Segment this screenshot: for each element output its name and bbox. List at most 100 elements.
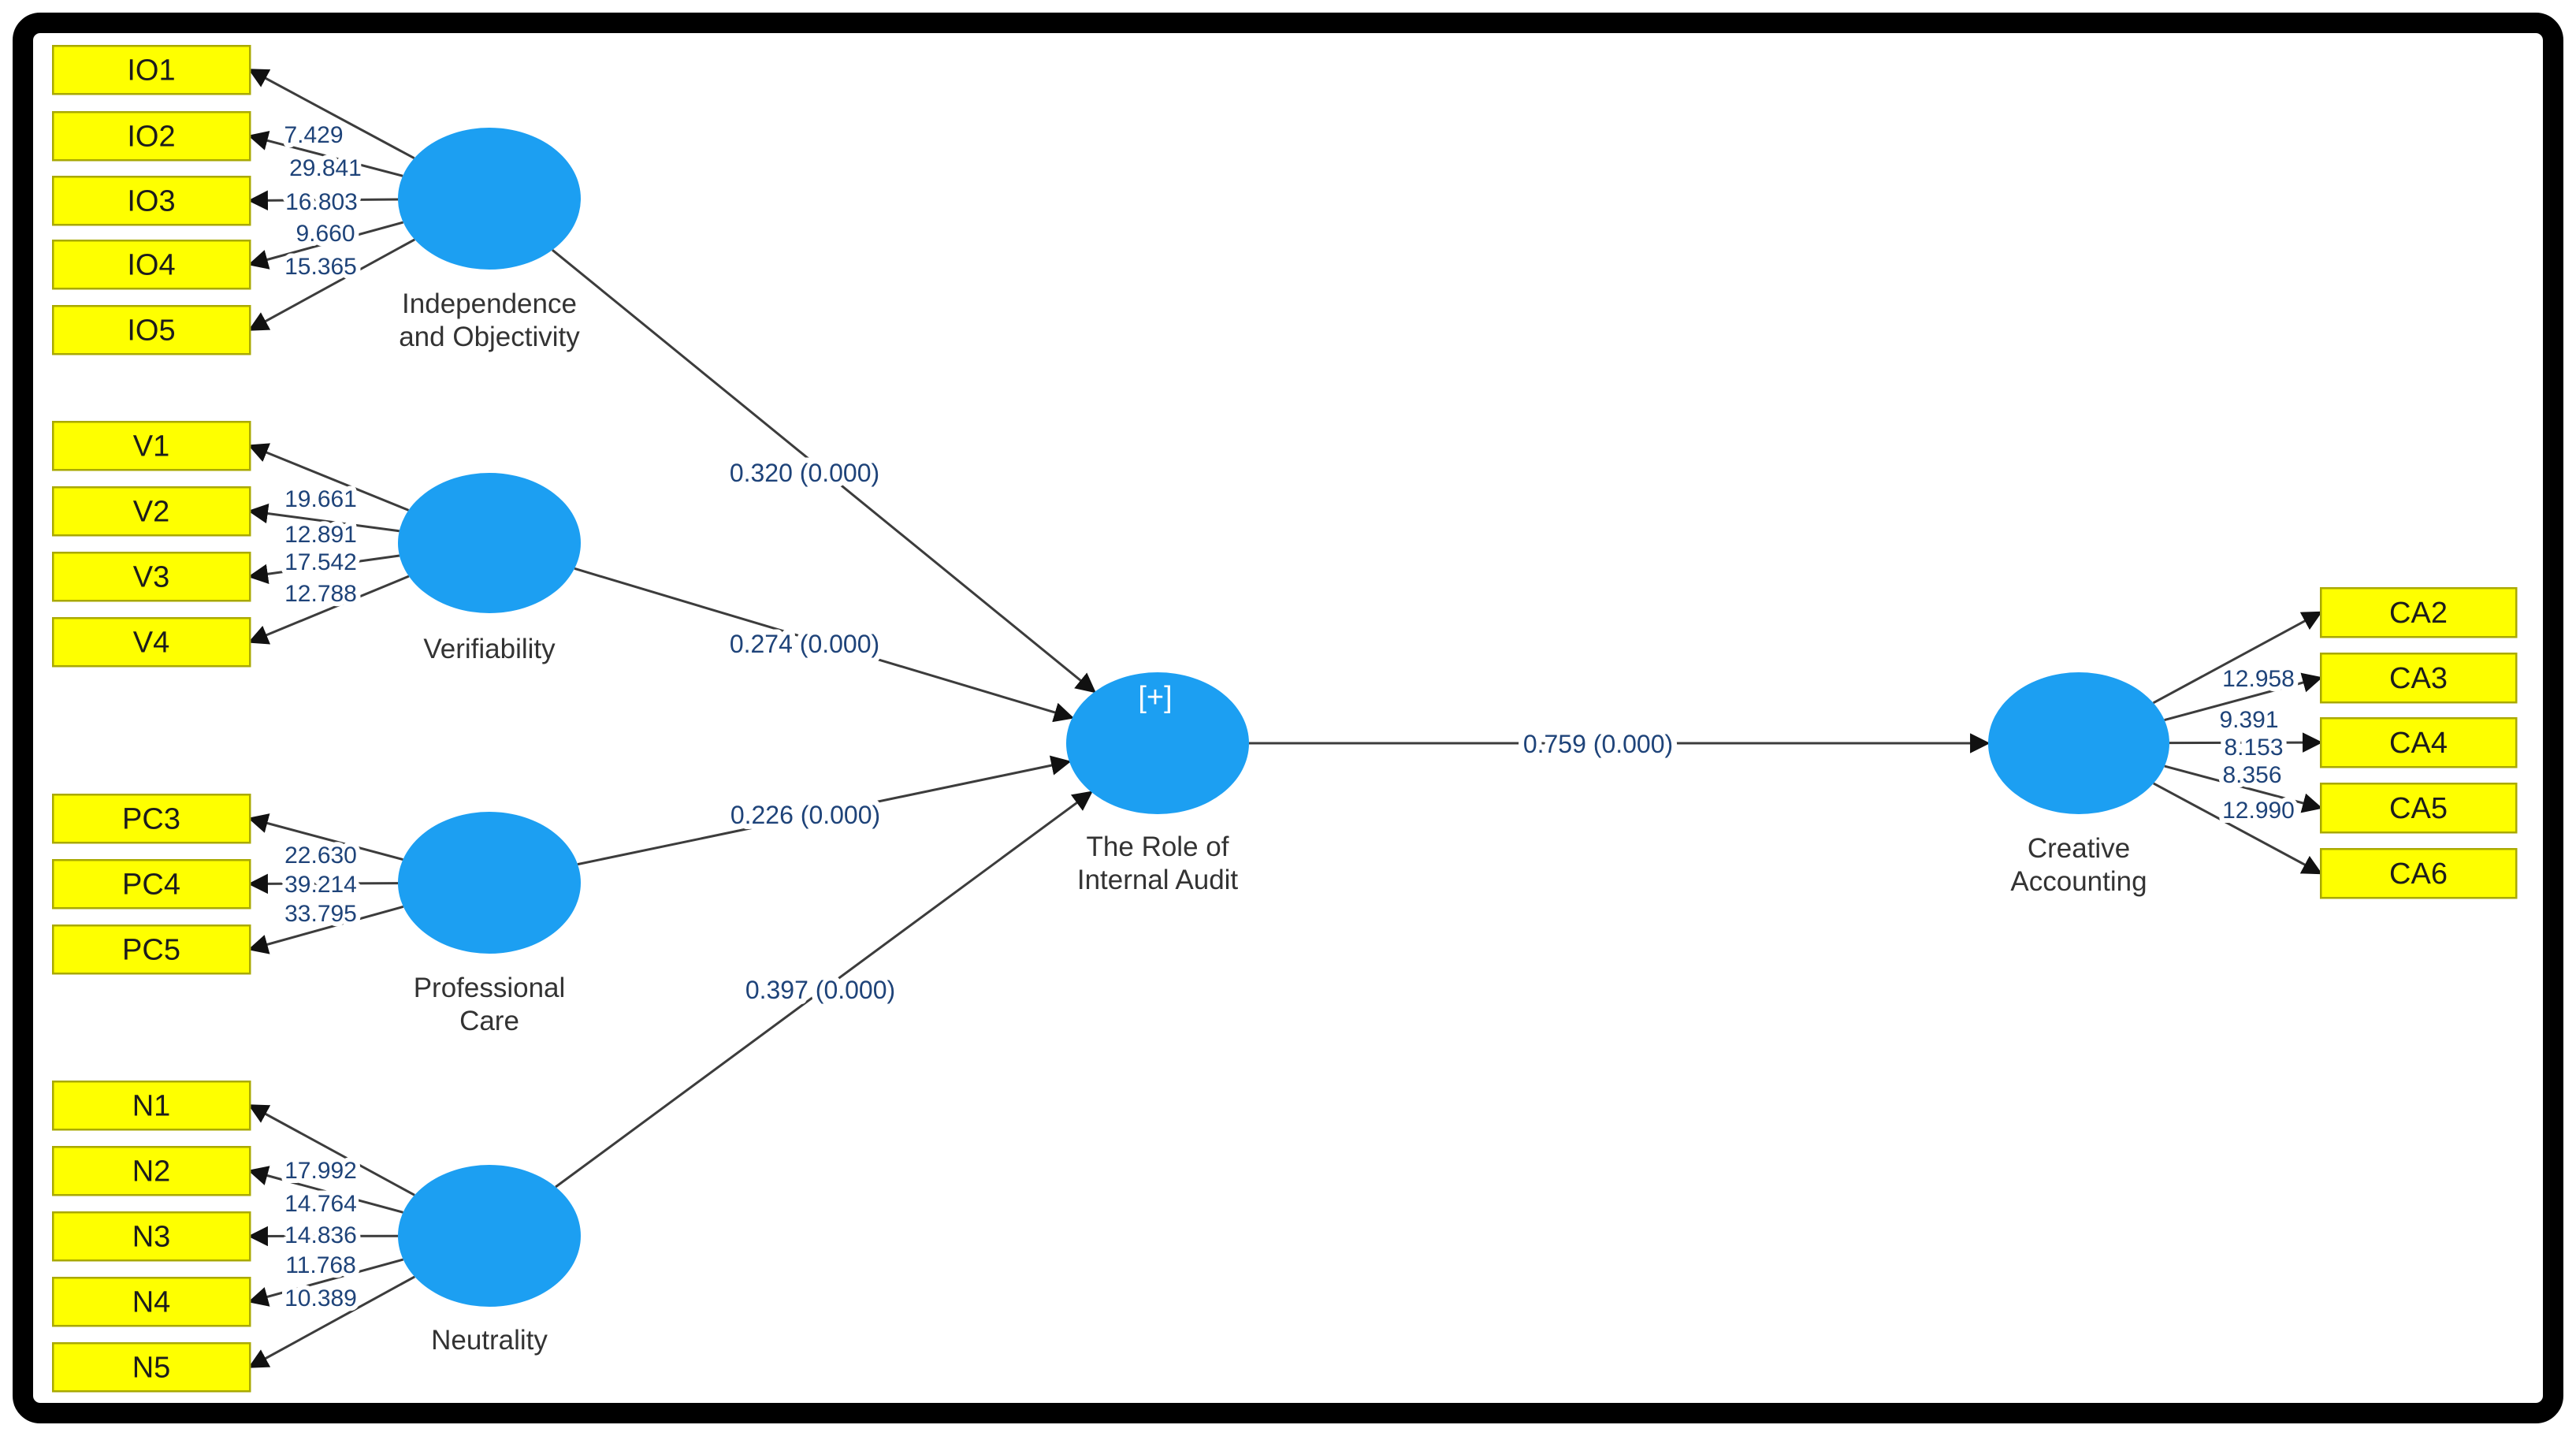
structural-arrow-v-to-role: [574, 567, 1075, 723]
structural-arrow-io-to-role: [552, 249, 1096, 694]
indicator-label-IO2: IO2: [127, 121, 175, 154]
indicator-box-PC3: [51, 793, 251, 844]
indicator-label-N3: N3: [132, 1221, 171, 1254]
indicator-label-CA4: CA4: [2389, 727, 2448, 760]
measurement-arrow-N1: [247, 1104, 415, 1196]
indicator-box-N5: [51, 1341, 251, 1393]
loading-tvalue-N1: 17.992: [284, 1158, 357, 1184]
structural-arrow-n-to-role: [555, 791, 1093, 1189]
measurement-arrow-N4: [247, 1258, 404, 1307]
indicator-label-IO1: IO1: [127, 54, 175, 87]
indicator-box-V3: [51, 551, 251, 602]
indicator-box-IO2: [51, 110, 251, 162]
measurement-arrow-IO1: [247, 69, 415, 160]
loading-tvalue-N4: 11.768: [285, 1252, 356, 1278]
path-coefficient-label-io-role: 0.320 (0.000): [730, 459, 879, 487]
construct-label-n-line1: Neutrality: [431, 1325, 548, 1356]
indicator-box-PC4: [51, 858, 251, 910]
construct-label-io-line2: and Objectivity: [399, 322, 580, 352]
construct-label-role-line2: Internal Audit: [1077, 865, 1239, 895]
construct-label-pc-line1: Professional: [414, 973, 566, 1003]
construct-ellipse-v: [398, 473, 581, 613]
loading-tvalue-N3: 14.836: [284, 1222, 357, 1248]
indicator-box-V1: [51, 420, 251, 471]
measurement-arrow-V3: [247, 554, 400, 584]
indicator-box-N1: [51, 1080, 251, 1131]
indicator-box-IO4: [51, 239, 251, 290]
measurement-arrow-PC3: [247, 813, 403, 861]
indicator-label-N1: N1: [132, 1090, 171, 1123]
construct-ellipse-ca: [1988, 672, 2169, 814]
nodes-layer: [51, 44, 2518, 1393]
structural-arrow-pc-to-role: [577, 755, 1072, 866]
construct-label-ca-line2: Accounting: [2010, 866, 2147, 897]
indicator-box-N2: [51, 1145, 251, 1196]
path-coefficient-label-v-role: 0.274 (0.000): [730, 630, 879, 658]
measurement-arrow-N2: [247, 1166, 403, 1214]
measurement-arrow-IO2: [247, 130, 403, 177]
construct-label-role-line1: The Role of: [1087, 831, 1229, 862]
loading-tvalue-CA3: 9.391: [2219, 707, 2278, 733]
indicator-label-CA6: CA6: [2389, 858, 2448, 891]
loading-tvalue-V2: 12.891: [284, 522, 357, 548]
indicator-label-PC3: PC3: [122, 803, 180, 836]
indicator-label-CA3: CA3: [2389, 662, 2448, 695]
figure-border: [13, 13, 2563, 1423]
measurement-arrow-CA3: [2164, 672, 2323, 722]
measurement-arrow-V4: [247, 575, 410, 645]
indicator-label-IO5: IO5: [127, 314, 175, 348]
collapsed-indicators-badge: [+]: [1138, 681, 1172, 714]
indicator-box-IO1: [51, 44, 251, 95]
indicator-label-PC4: PC4: [122, 869, 180, 902]
construct-ellipse-role: [1066, 672, 1249, 814]
path-coefficient-label-n-role: 0.397 (0.000): [745, 976, 895, 1004]
indicator-label-N4: N4: [132, 1286, 171, 1319]
indicator-label-CA2: CA2: [2389, 597, 2448, 630]
loading-tvalue-CA6: 12.990: [2222, 798, 2295, 824]
indicator-box-CA5: [2319, 782, 2518, 834]
indicator-label-V4: V4: [133, 627, 169, 660]
measurement-arrow-N5: [247, 1275, 415, 1368]
loading-tvalue-CA4: 8.153: [2224, 735, 2283, 761]
measurement-arrow-V1: [247, 443, 410, 512]
indicator-label-CA5: CA5: [2389, 792, 2448, 825]
indicator-label-V2: V2: [133, 496, 169, 529]
loading-tvalue-IO1: 7.429: [284, 122, 343, 148]
construct-ellipse-pc: [398, 812, 581, 954]
construct-label-io-line1: Independence: [402, 288, 577, 319]
indicator-box-V2: [51, 485, 251, 537]
measurement-arrow-CA2: [2152, 611, 2323, 705]
measurement-arrow-PC5: [247, 905, 404, 954]
measurement-arrow-IO4: [247, 221, 404, 270]
construct-label-v-line1: Verifiability: [423, 634, 556, 664]
loading-tvalue-PC3: 22.630: [284, 843, 357, 869]
loading-tvalue-V3: 17.542: [284, 549, 357, 575]
indicator-box-IO5: [51, 304, 251, 355]
indicator-box-N4: [51, 1276, 251, 1327]
measurement-arrow-IO3: [247, 190, 399, 211]
indicator-label-V3: V3: [133, 561, 169, 594]
measurement-arrow-V2: [247, 503, 400, 533]
loading-tvalue-IO4: 9.660: [296, 221, 355, 247]
indicator-label-IO3: IO3: [127, 185, 175, 218]
indicator-label-N5: N5: [132, 1352, 171, 1385]
construct-ellipse-n: [398, 1165, 581, 1307]
indicator-box-IO3: [51, 175, 251, 226]
labels-layer: 0.320 (0.000)0.274 (0.000)0.226 (0.000)0…: [122, 54, 2448, 1385]
indicator-label-N2: N2: [132, 1155, 171, 1189]
construct-label-pc-line2: Care: [459, 1006, 519, 1036]
construct-ellipse-io: [398, 128, 581, 270]
loading-tvalue-IO5: 15.365: [284, 254, 357, 280]
loading-tvalue-CA2: 12.958: [2222, 666, 2295, 692]
loading-tvalue-V1: 19.661: [284, 486, 357, 512]
indicator-box-CA3: [2319, 652, 2518, 704]
indicator-box-V4: [51, 616, 251, 668]
indicator-label-IO4: IO4: [127, 249, 175, 282]
measurement-arrow-IO5: [247, 238, 415, 331]
figure-border-frame: [13, 13, 2563, 1423]
indicator-box-CA2: [2319, 586, 2518, 638]
loading-tvalue-IO2: 29.841: [289, 155, 362, 181]
loading-tvalue-V4: 12.788: [284, 581, 357, 607]
arrow-lines-layer: [247, 69, 2323, 1368]
